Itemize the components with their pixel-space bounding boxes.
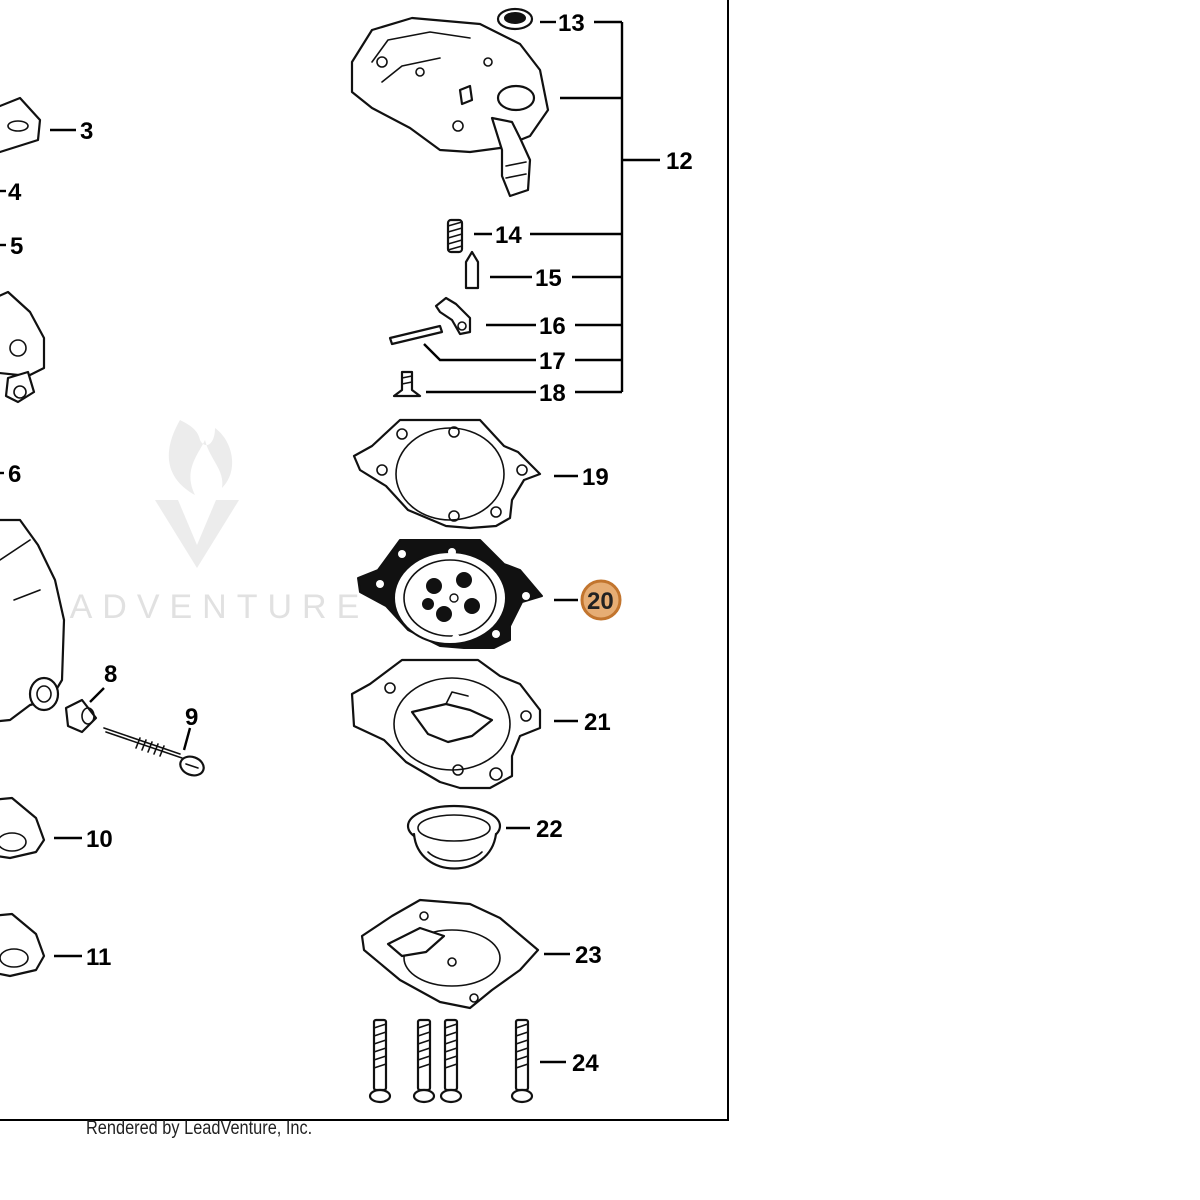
part-16-inlet-lever — [434, 296, 472, 336]
screw-c — [439, 1018, 463, 1104]
part-left-housing-lower — [0, 518, 66, 723]
leader-8 — [89, 687, 105, 703]
screw-b — [412, 1018, 436, 1104]
callout-21: 21 — [584, 709, 611, 736]
callout-8: 8 — [104, 661, 117, 688]
callout-13: 13 — [558, 10, 585, 37]
callout-23: 23 — [575, 942, 602, 969]
callout-22: 22 — [536, 816, 563, 843]
part-17-pin — [388, 324, 444, 346]
part-20-metering-diaphragm — [357, 539, 543, 649]
callout-24: 24 — [572, 1050, 599, 1077]
part-left-housing-upper — [0, 290, 46, 404]
callout-4: 4 — [8, 179, 22, 206]
callout-14: 14 — [495, 222, 522, 249]
callout-10: 10 — [86, 826, 113, 853]
screw-d — [510, 1018, 534, 1104]
part-23-cover — [360, 898, 540, 1010]
leader-9 — [182, 727, 192, 751]
callout-11: 11 — [86, 944, 111, 971]
part-9-adjust-screw — [103, 727, 205, 777]
callout-18: 18 — [539, 380, 566, 407]
diagram-frame — [0, 0, 729, 1121]
callout-3: 3 — [80, 118, 93, 145]
callout-16: 16 — [539, 313, 566, 340]
callout-9: 9 — [185, 704, 198, 731]
render-credit: Rendered by LeadVenture, Inc. — [86, 1118, 313, 1139]
part-8-sleeve — [64, 698, 98, 734]
part-15-inlet-needle — [464, 250, 480, 290]
callout-20-highlight[interactable] — [580, 579, 622, 621]
part-12-pump-cover — [350, 16, 550, 198]
part-11-gasket — [0, 912, 46, 978]
part-18-screw — [392, 370, 422, 398]
part-10-gasket — [0, 796, 46, 860]
screw-a — [368, 1018, 392, 1104]
part-21-metering-housing — [350, 658, 542, 790]
callout-17: 17 — [539, 348, 566, 375]
part-14-spring — [446, 218, 464, 254]
callout-20[interactable]: 20 — [587, 588, 614, 615]
leader-17 — [423, 343, 536, 362]
callout-19: 19 — [582, 464, 609, 491]
part-13-filter-screen — [496, 7, 534, 31]
part-3-plate — [0, 96, 42, 154]
part-24-screws — [368, 1018, 534, 1104]
part-19-gasket — [352, 418, 542, 530]
callout-12: 12 — [666, 148, 693, 175]
part-22-primer-bulb — [406, 804, 502, 870]
callout-15: 15 — [535, 265, 562, 292]
watermark-logo — [155, 420, 239, 568]
callout-6: 6 — [8, 461, 21, 488]
callout-5: 5 — [10, 233, 23, 260]
watermark-text: LEADVENTURE — [8, 588, 369, 626]
